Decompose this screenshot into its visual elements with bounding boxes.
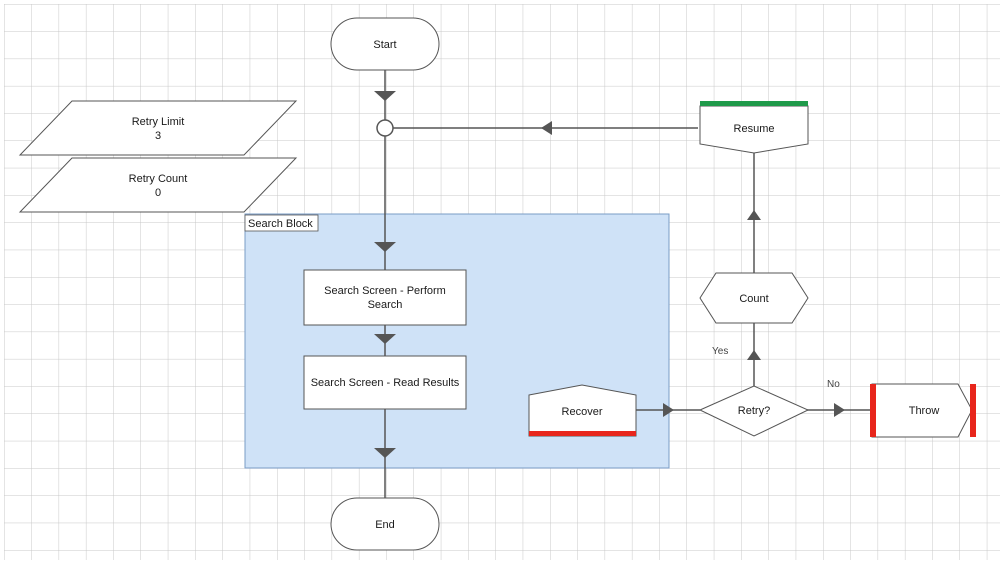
read-results-box[interactable]: [303, 355, 467, 410]
end-label: End: [375, 519, 395, 531]
retry-count-value: 0: [155, 187, 161, 199]
resume-green-bar: [700, 101, 808, 106]
arrow-down-4: [374, 448, 396, 458]
count-label: Count: [739, 293, 768, 305]
read-results-page[interactable]: Search Screen - Read Results: [303, 355, 467, 410]
perform-search-page[interactable]: Search Screen - Perform Search: [303, 269, 467, 326]
retry-decision[interactable]: Retry?: [698, 385, 810, 437]
retry-count-shape[interactable]: [18, 157, 298, 213]
resume-stage[interactable]: Resume: [699, 101, 809, 154]
no-label: No: [827, 379, 840, 390]
retry-limit-value: 3: [155, 130, 161, 142]
retry-limit-shape[interactable]: [18, 100, 298, 156]
retry-decision-label: Retry?: [738, 405, 770, 417]
throw-label: Throw: [909, 405, 940, 417]
arrow-up-yes: [747, 350, 761, 360]
arrowheads: [374, 91, 845, 458]
end-terminator[interactable]: [330, 497, 440, 551]
retry-decision-diamond[interactable]: [698, 385, 810, 437]
arrow-down-3: [374, 334, 396, 344]
count-calculation[interactable]: Count: [699, 272, 809, 324]
recover-red-bar: [529, 431, 636, 436]
recover-stage[interactable]: Recover: [528, 384, 637, 437]
arrow-left-resume: [541, 121, 552, 135]
perform-search-label-line1: Search Screen - Perform: [324, 285, 446, 297]
arrow-down-1: [374, 91, 396, 101]
perform-search-box[interactable]: [303, 269, 467, 326]
retry-count-data-item[interactable]: Retry Count 0: [18, 157, 298, 213]
arrow-down-2: [374, 242, 396, 252]
throw-stage[interactable]: Throw: [870, 383, 976, 438]
read-results-label: Search Screen - Read Results: [311, 377, 460, 389]
throw-right-red-bar: [970, 384, 976, 437]
arrow-up-count: [747, 210, 761, 220]
junction-anchor[interactable]: [376, 119, 394, 137]
end-stage[interactable]: End: [330, 497, 440, 551]
retry-limit-name: Retry Limit: [132, 116, 185, 128]
recover-shape[interactable]: [528, 384, 637, 437]
recover-label: Recover: [562, 406, 603, 418]
perform-search-label-line2: Search: [368, 299, 403, 311]
start-stage[interactable]: Start: [330, 17, 440, 71]
arrow-right-throw: [834, 403, 845, 417]
start-label: Start: [373, 39, 396, 51]
search-block-label: Search Block: [248, 218, 313, 230]
start-terminator[interactable]: [330, 17, 440, 71]
throw-left-red-bar: [870, 384, 876, 437]
count-hexagon[interactable]: [699, 272, 809, 324]
resume-label: Resume: [734, 123, 775, 135]
yes-label: Yes: [712, 346, 728, 357]
search-block-label-box: [244, 214, 319, 232]
arrow-right-recover: [663, 403, 674, 417]
retry-count-name: Retry Count: [129, 173, 188, 185]
retry-limit-data-item[interactable]: Retry Limit 3: [18, 100, 298, 156]
